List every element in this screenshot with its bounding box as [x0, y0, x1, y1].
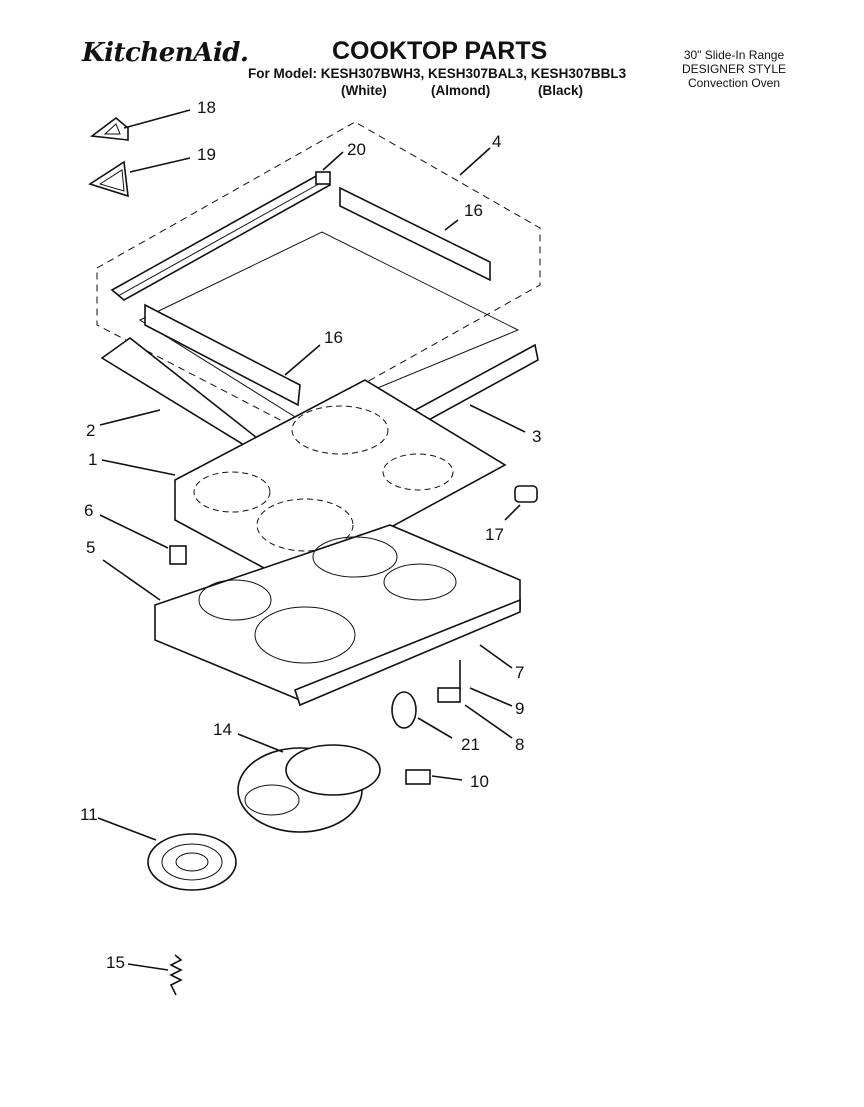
product-line-3: Convection Oven [687, 76, 781, 90]
part-5-cooktop-pan [154, 524, 521, 707]
page-title: COOKTOP PARTS [332, 37, 548, 65]
leader-lines [97, 109, 526, 971]
callout-6: 6 [84, 501, 94, 520]
part-15-spring [169, 954, 183, 996]
variant-white: (White) [341, 83, 387, 98]
product-line-1: 30" Slide-In Range [683, 48, 785, 62]
brand-logo: KitchenAid. [82, 38, 249, 68]
part-14-element-assembly [237, 744, 381, 833]
frame-inner [138, 231, 520, 421]
callout-21: 21 [461, 735, 480, 754]
callout-2: 2 [86, 421, 96, 440]
callout-1: 1 [88, 450, 98, 469]
callout-7: 7 [515, 663, 525, 682]
callout-19: 19 [197, 145, 216, 164]
callout-8: 8 [515, 735, 525, 754]
callout-11: 11 [80, 805, 98, 824]
callout-9: 9 [515, 699, 525, 718]
callout-14: 14 [213, 720, 232, 739]
callout-10: 10 [470, 772, 489, 791]
product-line-2: DESIGNER STYLE [681, 62, 786, 76]
part-19-trim [88, 160, 129, 198]
callout-15: 15 [106, 953, 125, 972]
part-1-glass-cooktop [174, 379, 507, 583]
part-18-badge [89, 116, 129, 141]
trim-assembly-outline [96, 121, 541, 426]
callout-16-lower: 16 [324, 328, 343, 347]
callout-4: 4 [492, 132, 502, 151]
part-11-element [147, 833, 237, 891]
variant-almond: (Almond) [431, 83, 491, 98]
callout-3: 3 [532, 427, 542, 446]
callout-5: 5 [86, 538, 96, 557]
part-6-bracket [169, 545, 187, 565]
callout-17: 17 [485, 525, 504, 544]
part-8-block [437, 687, 461, 703]
part-16-side-trim-left [144, 303, 301, 407]
callout-16-upper: 16 [464, 201, 483, 220]
model-list: For Model: KESH307BWH3, KESH307BAL3, KES… [248, 66, 627, 81]
part-21-switch [391, 691, 417, 729]
callout-20: 20 [347, 140, 366, 159]
product-description: 30" Slide-In Range DESIGNER STYLE Convec… [682, 48, 786, 90]
part-20-rear-trim [110, 171, 332, 301]
variant-black: (Black) [538, 83, 584, 98]
callout-18: 18 [197, 98, 216, 117]
part-10-connector [405, 769, 431, 785]
part-16-side-trim-right [339, 186, 491, 282]
part-17-clip [514, 485, 538, 503]
